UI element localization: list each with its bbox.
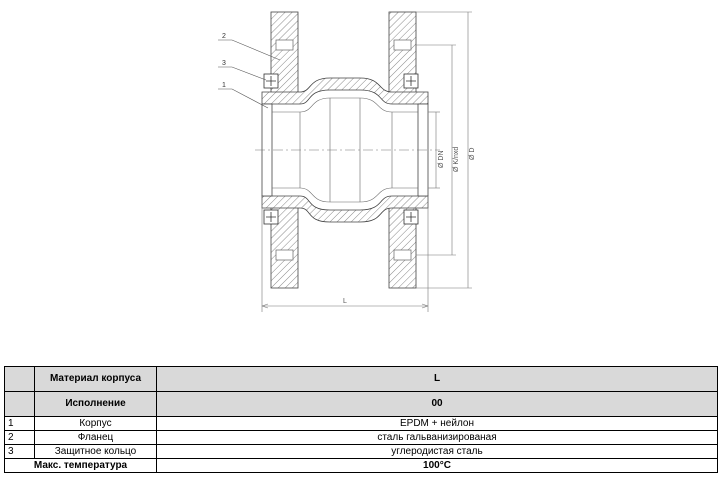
material-label: Материал корпуса — [34, 366, 157, 392]
version-label: Исполнение — [34, 391, 157, 417]
dimension-length — [261, 196, 429, 312]
spec-table: Материал корпуса L Исполнение 00 1 Корпу… — [4, 366, 718, 473]
dimension-dn — [428, 111, 440, 189]
dimension-bolt-circle-label: Ø K/nxd — [453, 147, 460, 172]
dimension-outer-diameter — [416, 11, 472, 289]
callout-1: 1 — [222, 82, 226, 89]
version-row: Исполнение 00 — [4, 391, 718, 417]
part-material: сталь гальванизированая — [156, 430, 718, 445]
part-number: 1 — [4, 416, 35, 431]
material-row: Материал корпуса L — [4, 366, 718, 392]
table-row: 3 Защитное кольцо углеродистая сталь — [4, 444, 718, 459]
material-num-cell — [4, 366, 35, 392]
part-name: Корпус — [34, 416, 157, 431]
callout-3: 3 — [222, 60, 226, 67]
part-material: EPDM + нейлон — [156, 416, 718, 431]
bolt-holes — [275, 39, 412, 261]
part-number: 3 — [4, 444, 35, 459]
max-temp-row: Макс. температура 100°C — [4, 458, 718, 473]
callout-2: 2 — [222, 33, 226, 40]
part-number: 2 — [4, 430, 35, 445]
table-row: 2 Фланец сталь гальванизированая — [4, 430, 718, 445]
protective-rings — [263, 73, 419, 225]
material-value: L — [156, 366, 718, 392]
callout-leaders — [218, 39, 281, 109]
version-value: 00 — [156, 391, 718, 417]
max-temp-label: Макс. температура — [4, 458, 157, 473]
part-name: Фланец — [34, 430, 157, 445]
dimension-dn-label: Ø DN — [438, 151, 445, 169]
dimension-outer-diameter-label: Ø D — [469, 148, 476, 160]
table-row: 1 Корпус EPDM + нейлон — [4, 416, 718, 431]
technical-drawing: L Ø DN Ø K/nxd Ø D 2 3 1 — [218, 11, 476, 312]
dimension-length-label: L — [343, 298, 347, 305]
version-num-cell — [4, 391, 35, 417]
dimension-bolt-circle — [416, 44, 456, 256]
part-name: Защитное кольцо — [34, 444, 157, 459]
part-material: углеродистая сталь — [156, 444, 718, 459]
max-temp-value: 100°C — [156, 458, 718, 473]
